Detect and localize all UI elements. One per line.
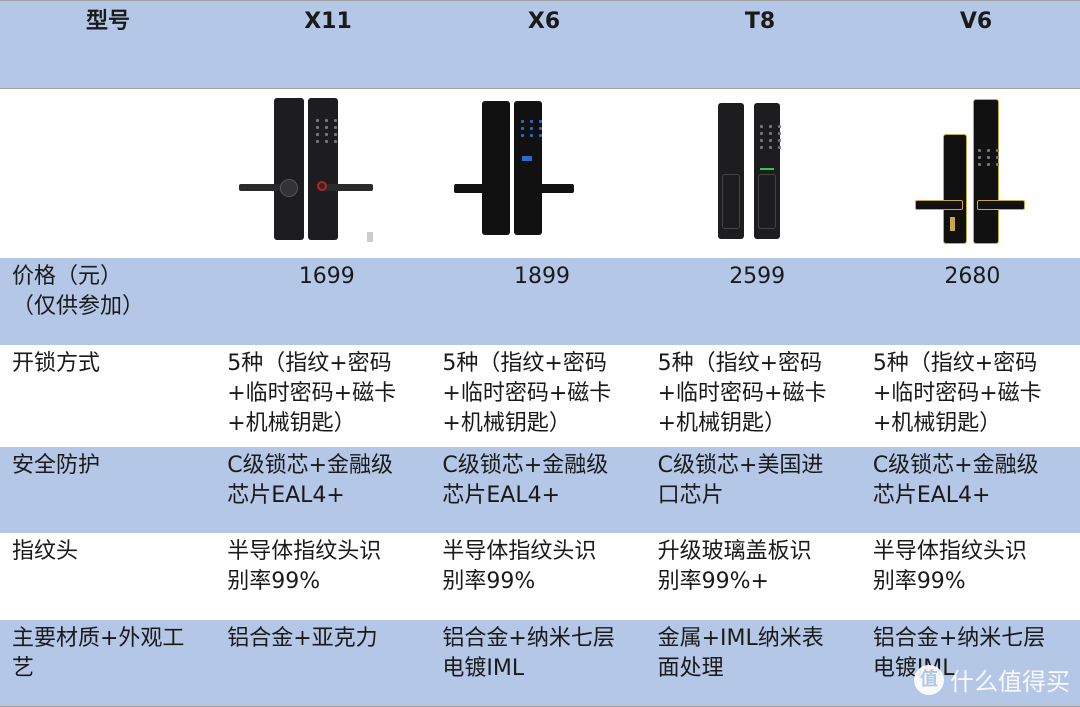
materials-t8: 金属+IML纳米表面处理: [657, 626, 824, 681]
unlock-method-t8: 5种（指纹+密码+临时密码+磁卡+机械钥匙）: [657, 351, 827, 436]
image-row: [0, 89, 1080, 258]
price-x6: 1899: [514, 264, 570, 289]
header-model-x6: X6: [527, 9, 561, 34]
fingerprint-x6: 半导体指纹头识别率99%: [442, 539, 597, 594]
watermark: 值 什么值得买: [914, 662, 1070, 697]
security-t8: C级锁芯+美国进口芯片: [657, 453, 824, 508]
lock-back-panel: [942, 134, 967, 244]
watermark-text: 什么值得买: [950, 668, 1070, 696]
push-pull-handle: [721, 174, 740, 229]
price-x11: 1699: [298, 264, 355, 289]
lock-front-panel: [972, 99, 999, 244]
knob-icon: [280, 179, 299, 197]
header-model-v6: V6: [959, 9, 993, 34]
push-pull-handle: [757, 174, 776, 229]
product-image-x6: [434, 89, 649, 258]
fingerprint-label: 指纹头: [12, 539, 79, 564]
unlock-method-row: 开锁方式 5种（指纹+密码+临时密码+磁卡+机械钥匙） 5种（指纹+密码+临时密…: [0, 345, 1080, 447]
unlock-method-x6: 5种（指纹+密码+临时密码+磁卡+机械钥匙）: [442, 351, 612, 436]
status-light-icon: [759, 168, 774, 170]
product-image-t8: [650, 89, 865, 258]
price-t8: 2599: [729, 264, 786, 289]
fingerprint-x11: 半导体指纹头识别率99%: [227, 539, 382, 594]
price-label: 价格（元） （仅供参加）: [12, 264, 145, 319]
unlock-method-v6: 5种（指纹+密码+临时密码+磁卡+机械钥匙）: [872, 351, 1042, 436]
security-x6: C级锁芯+金融级芯片EAL4+: [442, 453, 609, 508]
lock-front-panel: [514, 101, 543, 235]
lock-front-panel: [308, 98, 339, 240]
unlock-method-label: 开锁方式: [12, 351, 101, 376]
materials-row: 主要材质+外观工 艺 铝合金+亚克力 铝合金+纳米七层电镀IML 金属+IML纳…: [0, 620, 1080, 707]
security-x11: C级锁芯+金融级芯片EAL4+: [227, 453, 393, 508]
lever-handle-left: [239, 184, 290, 191]
materials-label: 主要材质+外观工 艺: [12, 626, 185, 681]
keypad-icon: [977, 149, 1001, 166]
materials-x11: 铝合金+亚克力: [227, 626, 378, 651]
lever-handle-right: [319, 184, 374, 191]
header-label: 型号: [85, 9, 130, 34]
keypad-icon: [521, 120, 544, 137]
security-v6: C级锁芯+金融级芯片EAL4+: [872, 453, 1039, 508]
lever-handle-right: [976, 200, 1025, 210]
watermark-logo-icon: 值: [914, 664, 944, 695]
lever-handle-left: [914, 200, 963, 210]
price-v6: 2680: [944, 264, 1001, 289]
lever-handle-left: [454, 184, 505, 193]
lever-handle-right: [524, 184, 575, 193]
decor-mark: [367, 232, 374, 242]
security-row: 安全防护 C级锁芯+金融级芯片EAL4+ C级锁芯+金融级芯片EAL4+ C级锁…: [0, 447, 1080, 533]
header-row: 型号 X11 X6 T8 V6: [0, 0, 1080, 89]
product-image-x11: [219, 89, 434, 258]
materials-x6: 铝合金+纳米七层电镀IML: [442, 626, 615, 681]
keyhole-icon: [949, 217, 955, 231]
header-model-x11: X11: [304, 9, 352, 34]
lock-back-panel: [482, 101, 511, 235]
fingerprint-t8: 升级玻璃盖板识别率99%+: [657, 539, 812, 594]
fingerprint-sensor-icon: [317, 181, 328, 191]
keypad-icon: [316, 119, 339, 143]
unlock-method-x11: 5种（指纹+密码+临时密码+磁卡+机械钥匙）: [227, 351, 397, 436]
fingerprint-v6: 半导体指纹头识别率99%: [872, 539, 1027, 594]
image-row-label: [0, 89, 219, 258]
keypad-icon: [759, 125, 783, 149]
security-label: 安全防护: [12, 453, 101, 478]
lock-back-panel: [274, 98, 305, 240]
price-row: 价格（元） （仅供参加） 1699 1899 2599 2680: [0, 258, 1080, 345]
product-image-v6: [865, 89, 1080, 258]
header-model-t8: T8: [744, 9, 776, 34]
card-reader-icon: [522, 156, 533, 161]
fingerprint-row: 指纹头 半导体指纹头识别率99% 半导体指纹头识别率99% 升级玻璃盖板识别率9…: [0, 533, 1080, 620]
